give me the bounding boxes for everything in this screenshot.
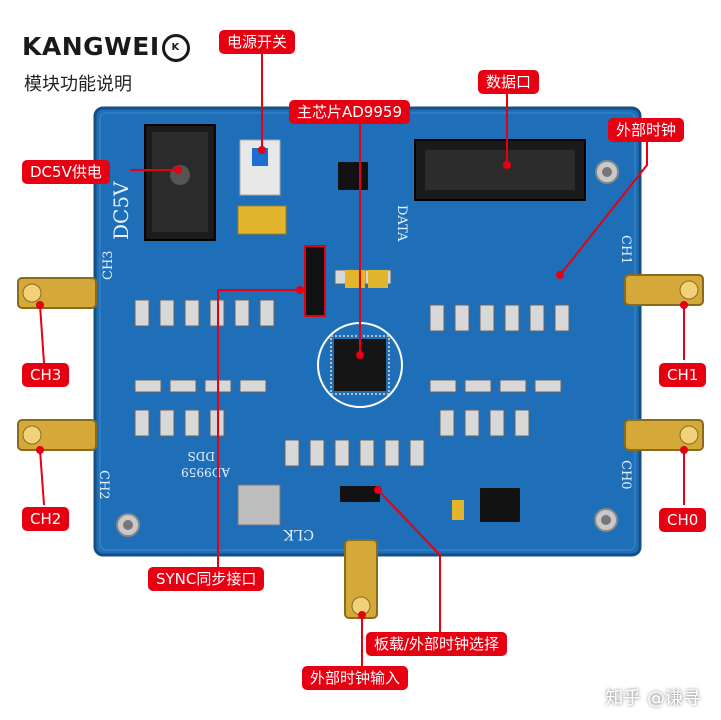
leader-lines [36,52,688,667]
bottom-regulator [480,488,520,522]
silk-ad9959: AD9959 [181,465,231,479]
silk-ch1: CH1 [618,235,633,265]
silk-data: DATA [394,205,409,242]
silk-clk: CLK [283,526,314,542]
callout-data-port: 数据口 [478,70,540,94]
callout-ch1: CH1 [659,363,707,387]
silk-ch0: CH0 [618,460,633,490]
callout-ext-clock-input: 外部时钟输入 [302,666,409,690]
callout-ch3: CH3 [22,363,70,387]
silk-dc5v: DC5V [109,181,133,240]
brand-name: KANGWEI [22,32,160,61]
callout-ch2: CH2 [22,507,70,531]
clock-select-jumper [340,486,380,502]
mounting-holes [116,160,619,537]
sync-header [304,245,326,317]
data-header [414,139,586,201]
callout-main-chip: 主芯片AD9959 [289,100,410,124]
tantalum-capacitor [237,205,287,235]
callout-power-switch: 电源开关 [219,30,296,54]
crystal-oscillator [237,484,281,526]
orange-cap-left [345,270,365,288]
callout-clock-select: 板载/外部时钟选择 [366,632,508,656]
callout-ext-clock: 外部时钟 [608,118,685,142]
callout-ch0: CH0 [659,508,707,532]
silk-ch2: CH2 [96,470,111,500]
silk-ch3: CH3 [101,250,116,280]
watermark: 知乎 @谦寻 [605,688,701,709]
callout-dc-power: DC5V供电 [22,160,110,184]
callout-sync: SYNC同步接口 [148,567,265,591]
yellow-cap [452,500,464,520]
smd-components [134,269,570,467]
page-subtitle: 模块功能说明 [24,74,132,95]
orange-cap-right [368,270,388,288]
silk-dds: DDS [188,449,215,463]
regulator-chip [338,162,368,190]
dc-jack [144,124,216,241]
brand-badge-icon: K [161,34,190,62]
